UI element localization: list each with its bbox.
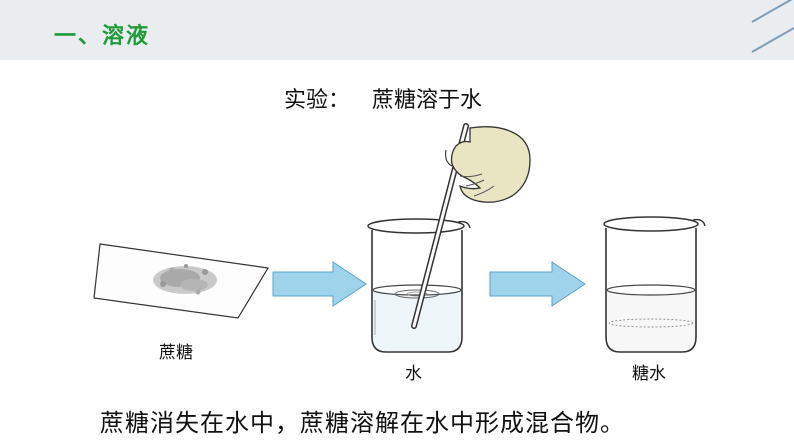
label-sugar: 蔗糖 [159, 343, 193, 363]
label-water: 水 [405, 364, 422, 384]
hand-drawing [445, 126, 531, 203]
header-band [0, 0, 794, 60]
sugar-paper [93, 243, 269, 319]
beaker-sugar-water [603, 216, 706, 353]
experiment-prefix: 实验： [284, 88, 351, 113]
arrow-right-icon [489, 261, 586, 307]
experiment-name: 蔗糖溶于水 [372, 88, 483, 113]
label-sugar-water: 糖水 [632, 364, 666, 384]
arrow-right-icon [272, 261, 367, 307]
experiment-title: 实验： 蔗糖溶于水 [284, 82, 482, 114]
section-title: 一、溶液 [54, 23, 151, 49]
caption: 蔗糖消失在水中，蔗糖溶解在水中形成混合物。 [100, 409, 625, 437]
corner-decoration [751, 0, 794, 53]
